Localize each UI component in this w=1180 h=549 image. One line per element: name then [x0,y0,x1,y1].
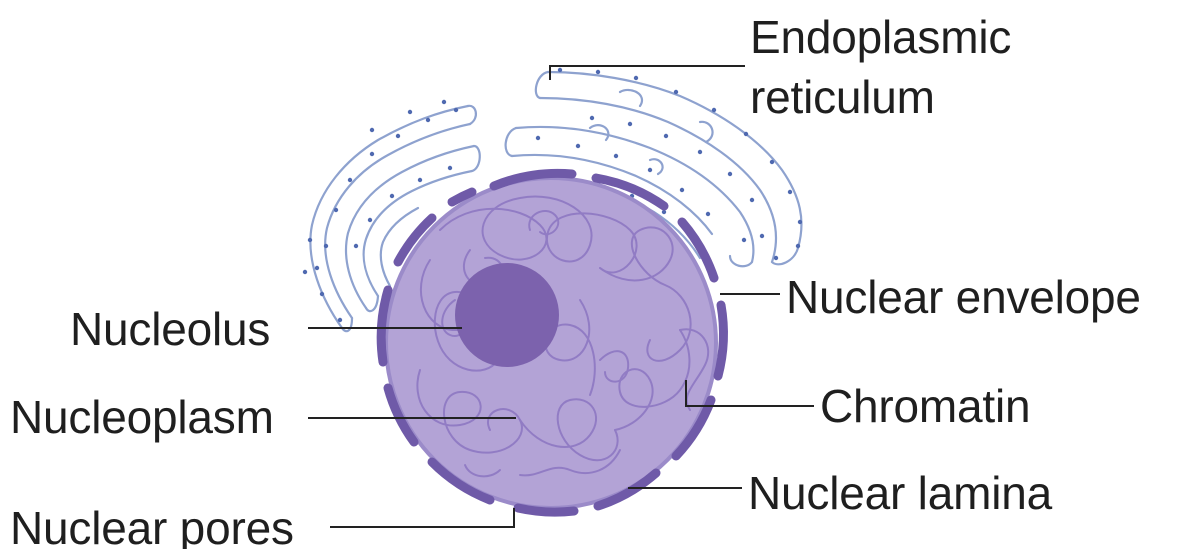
label-nucleoplasm: Nucleoplasm [10,394,274,440]
label-nuclear-lamina: Nuclear lamina [748,470,1052,516]
label-nucleolus: Nucleolus [70,306,270,352]
label-endoplasmic-reticulum-line1: Endoplasmic [750,14,1011,60]
leader-line-pores [330,508,514,527]
label-nuclear-envelope: Nuclear envelope [786,274,1141,320]
label-chromatin: Chromatin [820,383,1030,429]
label-endoplasmic-reticulum-line2: reticulum [750,74,935,120]
label-nuclear-pores: Nuclear pores [10,505,294,549]
nucleolus [455,263,559,367]
